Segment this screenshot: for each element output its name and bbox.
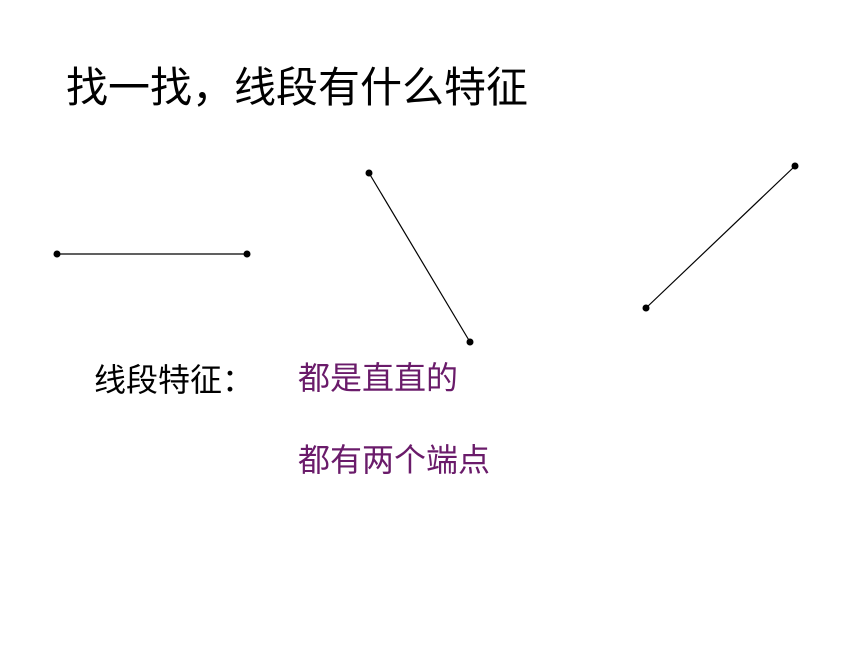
- horizontal-segment: [53, 250, 251, 258]
- feature-straight: 都是直直的: [298, 359, 459, 397]
- ascending-segment-endpoint-bottom: [642, 304, 650, 312]
- descending-segment: [365, 169, 474, 346]
- horizontal-segment-endpoint-right: [243, 250, 251, 258]
- ascending-segment-line: [645, 165, 796, 309]
- ascending-segment-endpoint-top: [791, 162, 799, 170]
- feature-two-endpoints: 都有两个端点: [298, 441, 491, 479]
- features-label: 线段特征：: [94, 361, 255, 399]
- descending-segment-endpoint-bottom: [466, 338, 474, 346]
- horizontal-segment-endpoint-left: [53, 250, 61, 258]
- descending-segment-line: [368, 172, 471, 343]
- ascending-segment: [642, 162, 799, 312]
- descending-segment-endpoint-top: [365, 169, 373, 177]
- page-title: 找一找，线段有什么特征: [66, 63, 529, 112]
